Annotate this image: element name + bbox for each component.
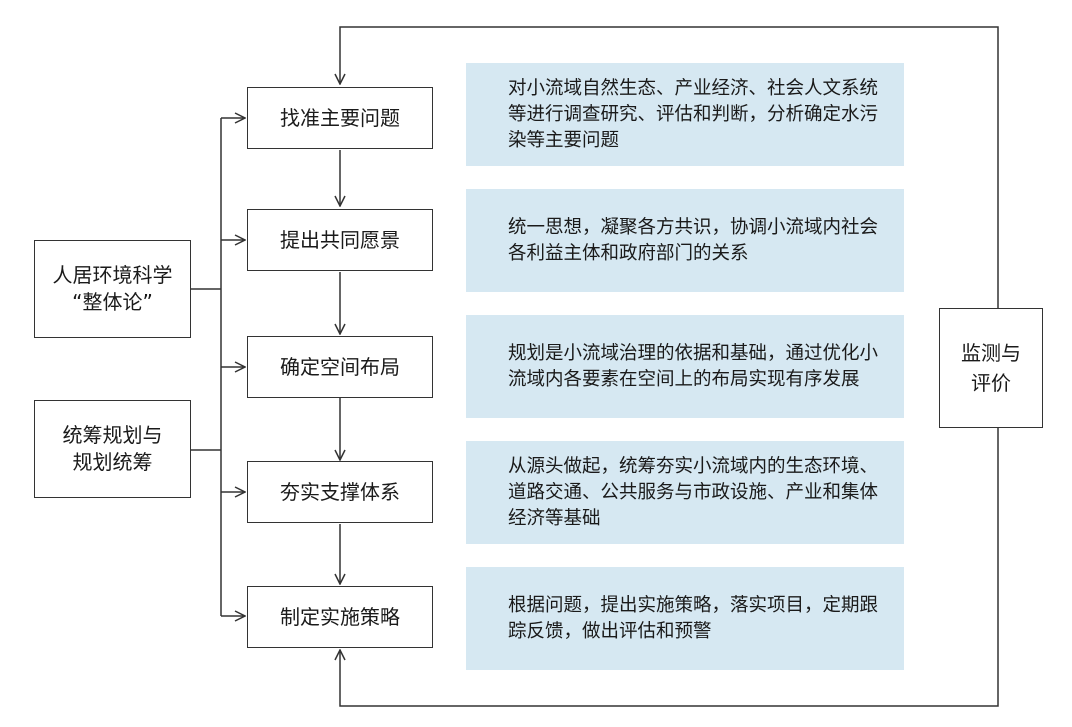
feedback-bottom-arrow [340,428,999,707]
step-box-4: 夯实支撑体系 [247,461,433,523]
step-box-1: 找准主要问题 [247,87,433,149]
step-description-4-text: 从源头做起，统筹夯实小流域内的生态环境、道路交通、公共服务与市政设施、产业和集体… [508,455,879,529]
step-box-2: 提出共同愿景 [247,209,433,271]
feedback-box: 监测与 评价 [939,308,1043,428]
step-description-5-text: 根据问题，提出实施策略，落实项目，定期跟踪反馈，做出评估和预警 [508,594,879,642]
input-box-2: 统筹规划与 规划统筹 [34,400,191,498]
step-description-1-text: 对小流域自然生态、产业经济、社会人文系统等进行调查研究、评估和判断，分析确定水污… [508,77,879,151]
feedback-top-arrow [340,26,999,308]
step-description-2: 统一思想，凝聚各方共识，协调小流域内社会各利益主体和政府部门的关系 [466,189,904,292]
step-description-3-text: 规划是小流域治理的依据和基础，通过优化小流域内各要素在空间上的布局实现有序发展 [508,342,879,390]
step-description-5: 根据问题，提出实施策略，落实项目，定期跟踪反馈，做出评估和预警 [466,567,904,670]
step-box-5: 制定实施策略 [247,586,433,648]
input-box-1: 人居环境科学 “整体论” [34,240,191,338]
step-description-1: 对小流域自然生态、产业经济、社会人文系统等进行调查研究、评估和判断，分析确定水污… [466,63,904,166]
step-description-2-text: 统一思想，凝聚各方共识，协调小流域内社会各利益主体和政府部门的关系 [508,216,879,264]
step-description-4: 从源头做起，统筹夯实小流域内的生态环境、道路交通、公共服务与市政设施、产业和集体… [466,441,904,544]
step-description-3: 规划是小流域治理的依据和基础，通过优化小流域内各要素在空间上的布局实现有序发展 [466,315,904,418]
step-box-3: 确定空间布局 [247,336,433,398]
